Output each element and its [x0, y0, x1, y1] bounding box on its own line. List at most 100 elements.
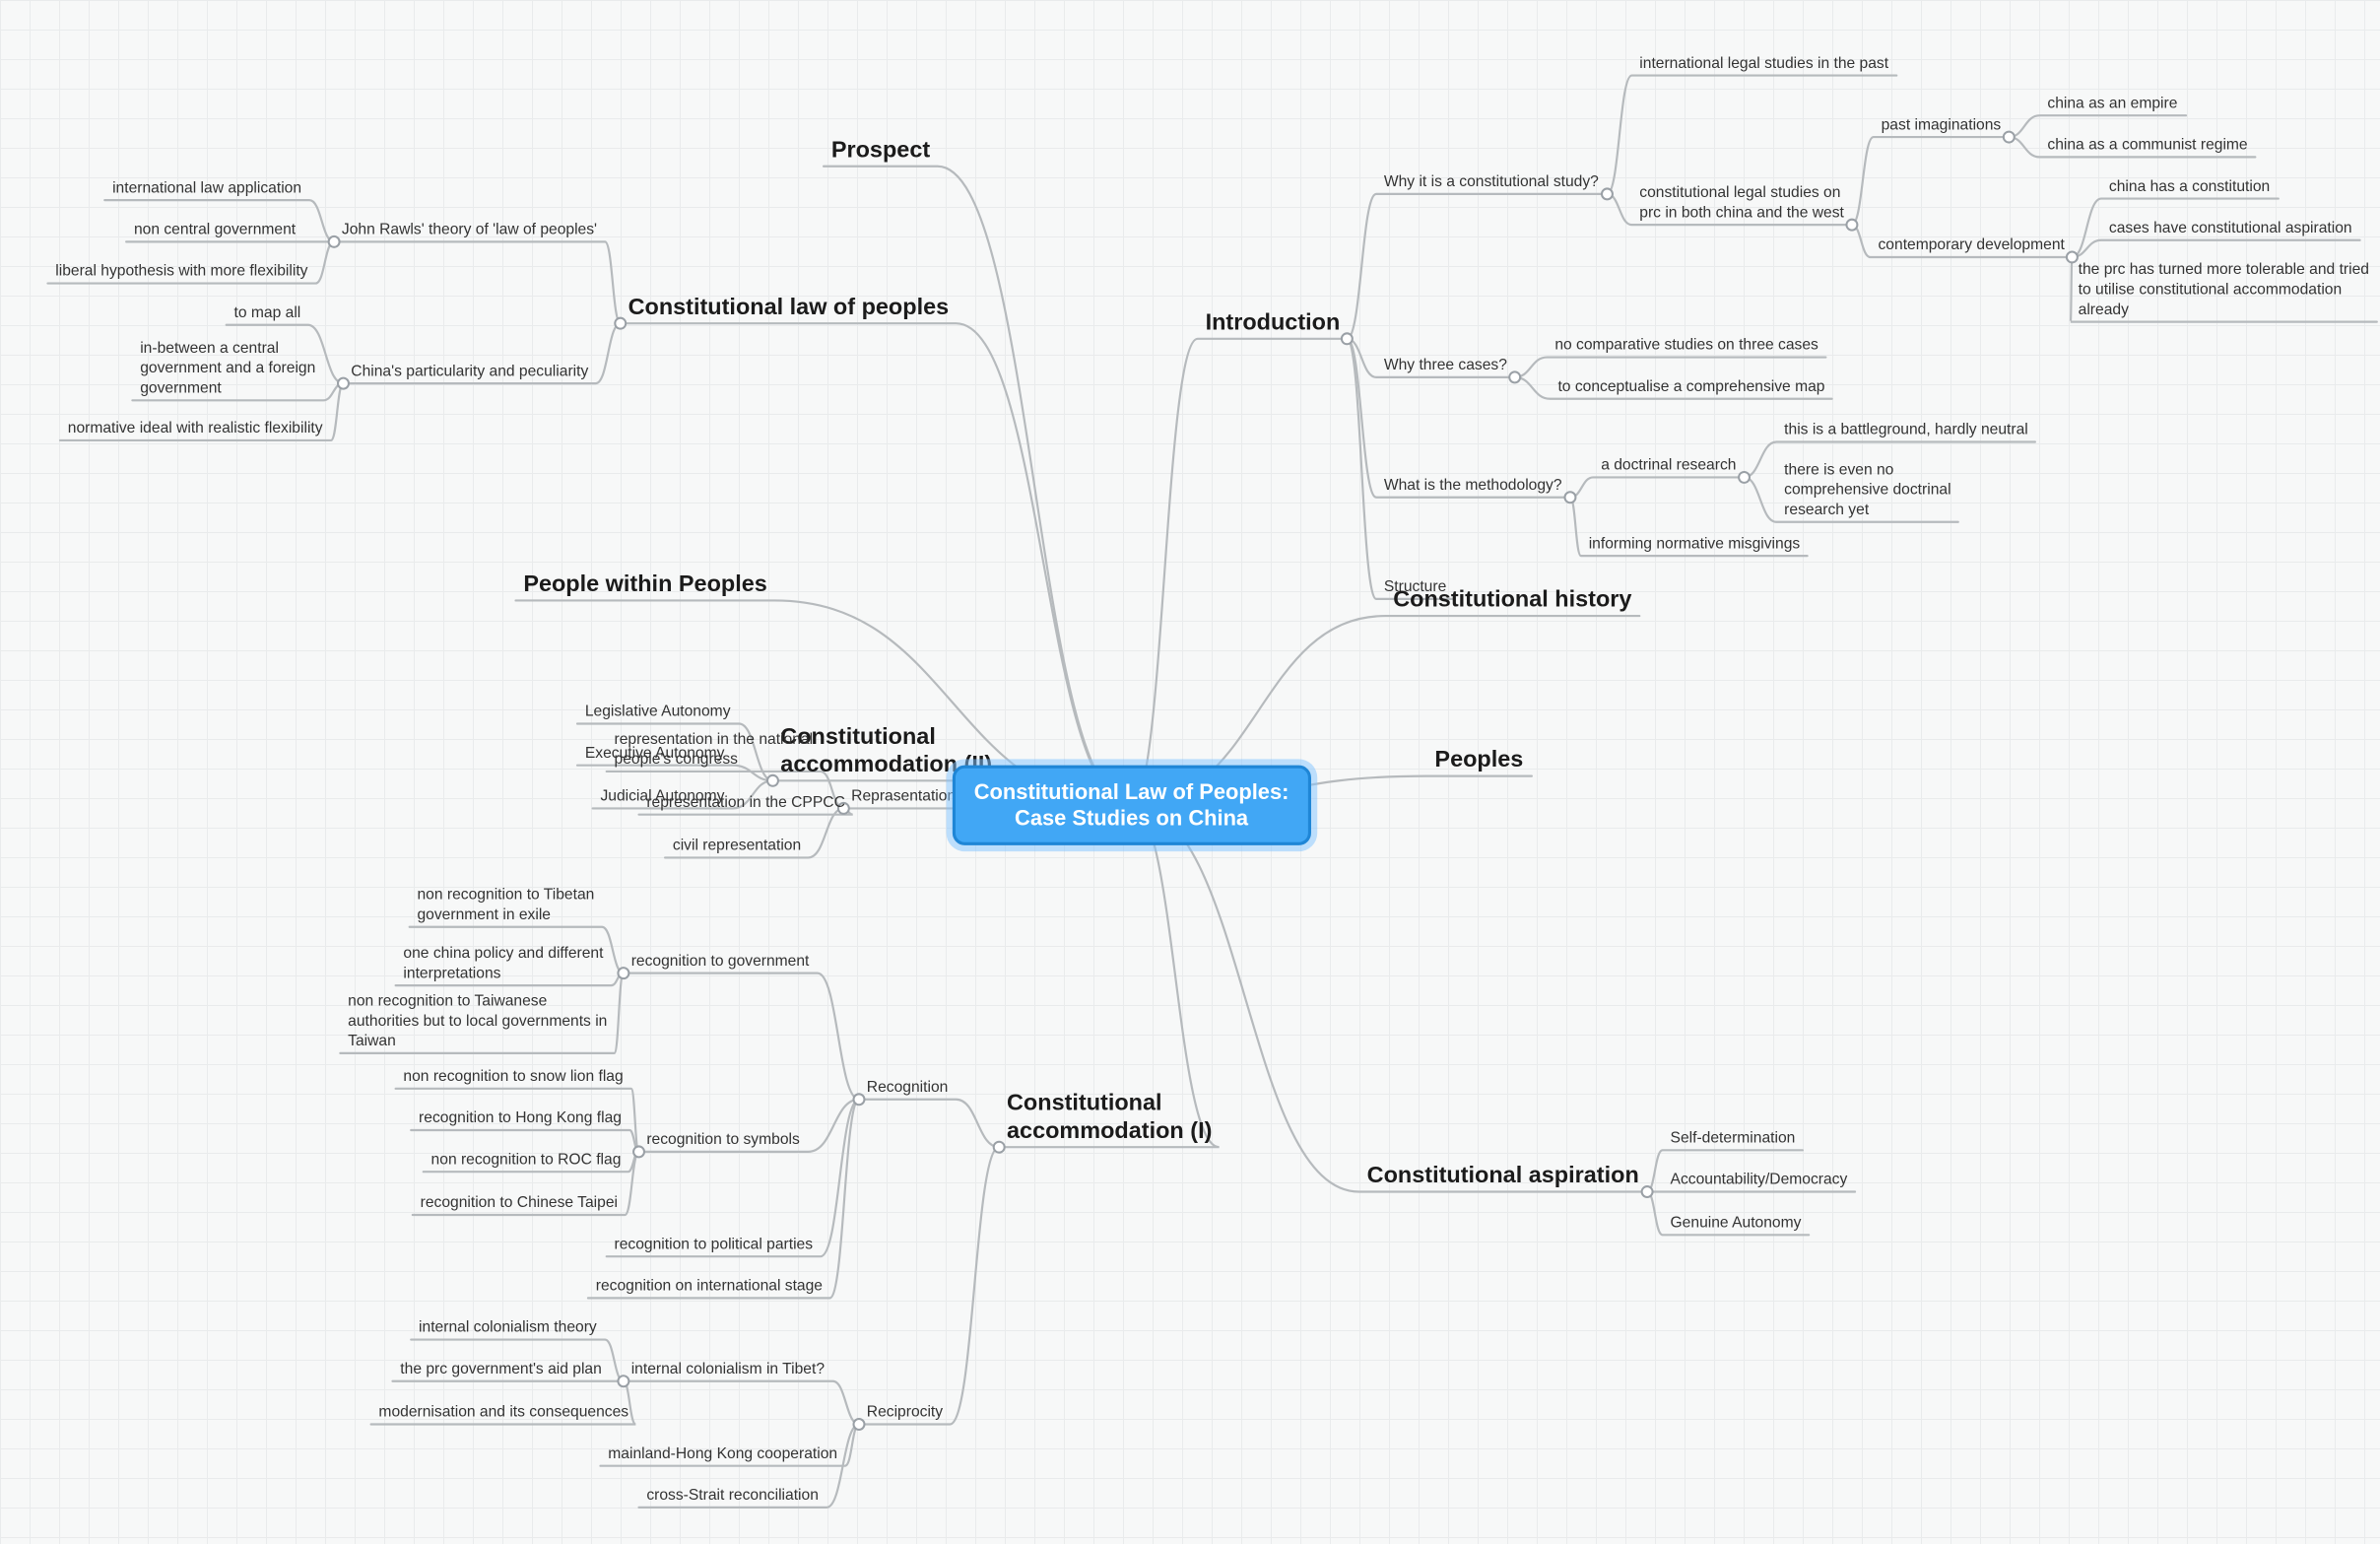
mindmap-node-past-imaginations[interactable]: past imaginations — [1881, 116, 2002, 134]
mindmap-node-no-comprehensive[interactable]: there is even no comprehensive doctrinal… — [1784, 461, 1951, 519]
mindmap-node-china-communist[interactable]: china as a communist regime — [2047, 137, 2248, 155]
mindmap-node-no-roc-flag[interactable]: non recognition to ROC flag — [430, 1151, 622, 1170]
mindmap-node-inbetween[interactable]: in-between a central government and a fo… — [140, 340, 316, 398]
mindmap-node-conceptualise[interactable]: to conceptualise a comprehensive map — [1557, 378, 1825, 396]
mindmap-node-no-comparative[interactable]: no comparative studies on three cases — [1554, 337, 1818, 355]
junction-dot[interactable] — [992, 1140, 1006, 1154]
mindmap-node-leg-aut[interactable]: Legislative Autonomy — [584, 704, 731, 721]
mindmap-node-repras[interactable]: Reprasentation — [851, 788, 957, 806]
mindmap-node-no-tibet-exile[interactable]: non recognition to Tibetan government in… — [417, 887, 595, 924]
mindmap-node-account-dem[interactable]: Accountability/Democracy — [1670, 1172, 1848, 1189]
mindmap-node-cases-asp[interactable]: cases have constitutional aspiration — [2108, 220, 2352, 237]
connector — [857, 1098, 1001, 1149]
mindmap-node-jud-aut[interactable]: Judicial Autonomy — [600, 788, 725, 806]
junction-dot[interactable] — [1640, 1185, 1654, 1199]
mindmap-node-rep-cppcc[interactable]: representation in the CPPCC — [646, 794, 845, 812]
mindmap-node-mainland-hk[interactable]: mainland-Hong Kong cooperation — [608, 1445, 838, 1463]
connector — [586, 1098, 861, 1300]
junction-dot[interactable] — [1845, 218, 1859, 232]
mindmap-node-rep-npc[interactable]: representation in the national people's … — [614, 731, 814, 769]
mindmap-node-structure[interactable]: Structure — [1383, 578, 1447, 596]
connector — [1346, 192, 1609, 340]
mindmap-node-aspiration[interactable]: Constitutional aspiration — [1366, 1162, 1639, 1189]
junction-dot[interactable] — [614, 316, 628, 330]
mindmap-node-prc-aid-plan[interactable]: the prc government's aid plan — [400, 1361, 602, 1378]
mindmap-node-const-history[interactable]: Constitutional history — [1393, 586, 1632, 613]
mindmap-node-recognition[interactable]: Recognition — [866, 1079, 949, 1097]
mindmap-node-const-legal-prc[interactable]: constitutional legal studies on prc in b… — [1639, 184, 1844, 223]
junction-dot[interactable] — [1600, 187, 1614, 201]
mindmap-node-rawls[interactable]: John Rawls' theory of 'law of peoples' — [341, 222, 598, 239]
mindmap-node-reciprocity[interactable]: Reciprocity — [866, 1404, 944, 1422]
junction-dot[interactable] — [1563, 491, 1577, 504]
mindmap-node-rec-parties[interactable]: recognition to political parties — [614, 1236, 814, 1254]
connector — [2008, 114, 2188, 139]
mindmap-node-rec-chinese-taipei[interactable]: recognition to Chinese Taipei — [420, 1194, 619, 1212]
mindmap-node-rec-intl-stage[interactable]: recognition on international stage — [595, 1278, 823, 1296]
mindmap-node-pwp[interactable]: People within Peoples — [523, 571, 767, 598]
mindmap-node-methodology[interactable]: What is the methodology? — [1383, 477, 1562, 495]
mindmap-node-modernisation[interactable]: modernisation and its consequences — [378, 1404, 629, 1422]
junction-dot[interactable] — [336, 376, 350, 390]
mindmap-node-civil-rep[interactable]: civil representation — [672, 838, 802, 855]
mindmap-node-genuine-aut[interactable]: Genuine Autonomy — [1670, 1214, 1802, 1233]
mindmap-node-prospect[interactable]: Prospect — [830, 137, 931, 164]
junction-dot[interactable] — [1508, 370, 1522, 384]
mindmap-node-intro[interactable]: Introduction — [1205, 309, 1341, 336]
mindmap-node-china-constitution[interactable]: china has a constitution — [2108, 178, 2271, 196]
connector — [605, 1098, 861, 1258]
junction-dot[interactable] — [836, 801, 850, 815]
mindmap-node-why-const-study[interactable]: Why it is a constitutional study? — [1383, 173, 1599, 191]
junction-dot[interactable] — [2065, 250, 2079, 264]
connector — [1850, 135, 2011, 227]
connector — [622, 1379, 861, 1426]
connector — [2071, 238, 2361, 259]
mindmap-node-misgivings[interactable]: informing normative misgivings — [1588, 535, 1801, 554]
mindmap-node-prc-tolerable[interactable]: the prc has turned more tolerable and tr… — [2078, 261, 2369, 319]
mindmap-node-doctrinal[interactable]: a doctrinal research — [1601, 457, 1737, 475]
junction-dot[interactable] — [632, 1145, 646, 1159]
junction-dot[interactable] — [1340, 332, 1354, 346]
junction-dot[interactable] — [852, 1093, 866, 1107]
mindmap-node-int-col-theory[interactable]: internal colonialism theory — [419, 1319, 597, 1337]
mindmap-node-intl-legal-past[interactable]: international legal studies in the past — [1639, 55, 1889, 73]
mindmap-node-one-china[interactable]: one china policy and different interpret… — [403, 945, 604, 983]
mindmap-node-cross-strait[interactable]: cross-Strait reconciliation — [646, 1487, 819, 1505]
connector — [1606, 74, 1898, 195]
mindmap-node-non-central-gov[interactable]: non central government — [133, 222, 297, 239]
junction-dot[interactable] — [1738, 470, 1752, 484]
junction-dot[interactable] — [852, 1418, 866, 1431]
junction-dot[interactable] — [765, 773, 779, 787]
mindmap-node-contemp-dev[interactable]: contemporary development — [1878, 236, 2065, 254]
mindmap-node-rec-symbols[interactable]: recognition to symbols — [646, 1131, 800, 1149]
mindmap-node-rec-gov[interactable]: recognition to government — [630, 953, 810, 971]
mindmap-node-intl-law-app[interactable]: international law application — [112, 179, 302, 198]
mindmap-node-why-three[interactable]: Why three cases? — [1383, 357, 1507, 374]
mindmap-node-normative-ideal[interactable]: normative ideal with realistic flexibili… — [67, 420, 323, 437]
junction-dot[interactable] — [617, 1375, 630, 1388]
mindmap-node-no-snow-lion[interactable]: non recognition to snow lion flag — [403, 1068, 624, 1086]
central-topic[interactable]: Constitutional Law of Peoples: Case Stud… — [952, 765, 1311, 845]
connector — [622, 972, 861, 1101]
junction-dot[interactable] — [617, 967, 630, 980]
junction-dot[interactable] — [2002, 130, 2016, 144]
mindmap-node-china-empire[interactable]: china as an empire — [2047, 95, 2178, 113]
mindmap-node-self-det[interactable]: Self-determination — [1670, 1130, 1796, 1148]
mindmap-node-map-all[interactable]: to map all — [233, 304, 301, 322]
connector — [1130, 337, 1349, 807]
mindmap-node-liberal-hyp[interactable]: liberal hypothesis with more flexibility — [55, 263, 308, 281]
mindmap-node-ca1[interactable]: Constitutional accommodation (I) — [1007, 1090, 1213, 1145]
connector — [1513, 356, 1827, 378]
mindmap-node-no-taiwan-auth[interactable]: non recognition to Taiwanese authorities… — [348, 992, 608, 1050]
mindmap-node-rec-hk-flag[interactable]: recognition to Hong Kong flag — [419, 1109, 622, 1127]
mindmap-node-battleground[interactable]: this is a battleground, hardly neutral — [1784, 422, 2028, 439]
mindmap-node-peoples[interactable]: Peoples — [1434, 746, 1524, 773]
mindmap-node-ca2[interactable]: Constitutional accommodation (II) — [780, 723, 992, 778]
mindmap-node-clop[interactable]: Constitutional law of peoples — [628, 294, 950, 321]
mindmap-node-china-part[interactable]: China's particularity and peculiarity — [351, 363, 589, 380]
mindmap-node-int-col-tibet[interactable]: internal colonialism in Tibet? — [630, 1361, 826, 1378]
mindmap-node-exec-aut[interactable]: Executive Autonomy — [584, 745, 725, 763]
junction-dot[interactable] — [327, 235, 341, 248]
